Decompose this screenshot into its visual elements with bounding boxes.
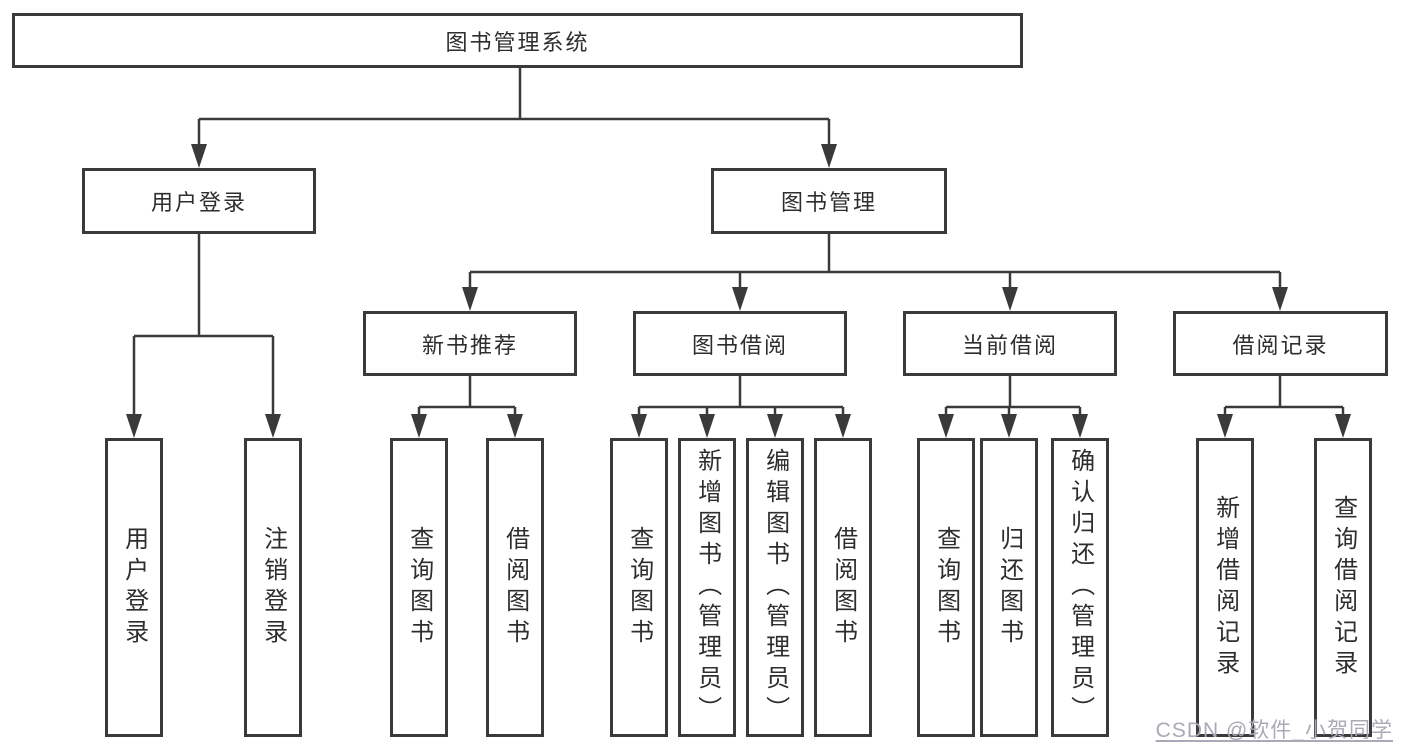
node-book-borrow: 图书借阅 <box>633 311 847 376</box>
leaf-logout: 注销登录 <box>244 438 302 737</box>
node-current-borrow: 当前借阅 <box>903 311 1117 376</box>
leaf-confirm-return-admin: 确认归还（管理员） <box>1051 438 1109 737</box>
leaf-query-borrow-record: 查询借阅记录 <box>1314 438 1372 737</box>
leaf-borrow-book-recommend: 借阅图书 <box>486 438 544 737</box>
leaf-query-book-current: 查询图书 <box>917 438 975 737</box>
leaf-return-book: 归还图书 <box>980 438 1038 737</box>
leaf-query-book-borrow: 查询图书 <box>610 438 668 737</box>
leaf-user-login: 用户登录 <box>105 438 163 737</box>
leaf-add-borrow-record: 新增借阅记录 <box>1196 438 1254 737</box>
node-user-login: 用户登录 <box>82 168 316 234</box>
node-book-management: 图书管理 <box>711 168 947 234</box>
node-new-book-recommend: 新书推荐 <box>363 311 577 376</box>
leaf-add-book-admin: 新增图书（管理员） <box>678 438 736 737</box>
leaf-query-book-recommend: 查询图书 <box>390 438 448 737</box>
node-library-system: 图书管理系统 <box>12 13 1023 68</box>
node-borrow-records: 借阅记录 <box>1173 311 1388 376</box>
leaf-edit-book-admin: 编辑图书（管理员） <box>746 438 804 737</box>
leaf-borrow-book: 借阅图书 <box>814 438 872 737</box>
watermark: CSDN @软件_小贺同学 <box>1155 719 1393 742</box>
